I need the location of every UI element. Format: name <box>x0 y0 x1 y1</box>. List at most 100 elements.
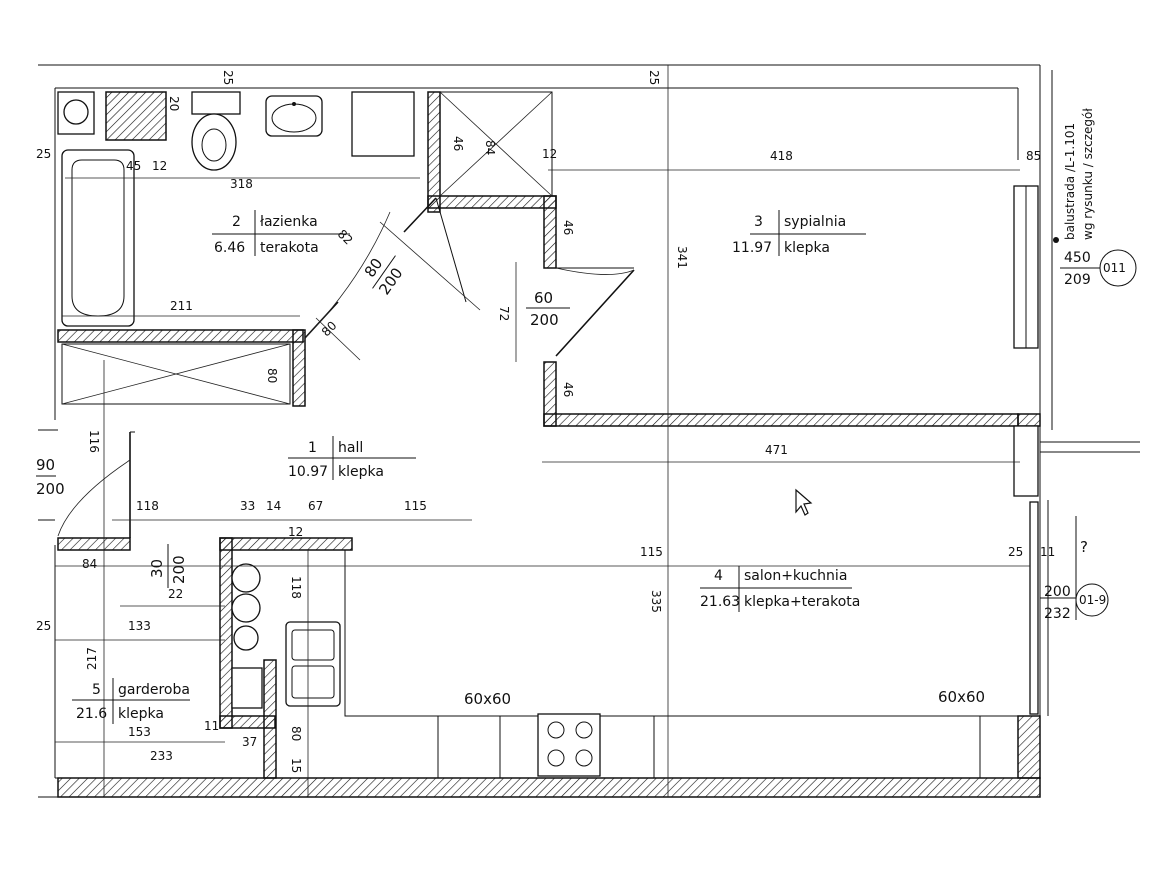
svg-text:6.46: 6.46 <box>214 240 245 256</box>
window-2-bottom: 232 <box>1044 606 1071 622</box>
dim-84: 84 <box>82 557 97 571</box>
dim-11-left: 11 <box>204 719 219 733</box>
dim-233: 233 <box>150 749 173 763</box>
dim-12-kitchen: 12 <box>288 525 303 539</box>
svg-text:21.63: 21.63 <box>700 594 740 610</box>
dim-318: 318 <box>230 177 253 191</box>
dim-25-top: 25 <box>221 70 235 85</box>
dim-153: 153 <box>128 725 151 739</box>
balcony-note-2: wg rysunku / szczegół <box>1081 108 1095 240</box>
toilet-tank <box>191 91 241 115</box>
question-mark: ? <box>1080 538 1088 556</box>
dim-46-shaft: 46 <box>451 136 465 151</box>
dim-25-right: 25 <box>1008 545 1023 559</box>
cursor-arrow-icon <box>795 488 813 516</box>
dim-80-kitchen: 80 <box>289 726 303 741</box>
svg-text:klepka: klepka <box>784 240 830 256</box>
doors <box>40 197 635 538</box>
dimension-texts: 318 211 418 471 115 115 118 133 153 233 … <box>36 70 1055 773</box>
svg-text:klepka: klepka <box>118 706 164 722</box>
svg-text:200: 200 <box>36 480 65 498</box>
svg-text:hall: hall <box>338 440 363 456</box>
dim-82: 82 <box>335 227 356 248</box>
dim-118: 118 <box>136 499 159 513</box>
dim-115-top: 115 <box>404 499 427 513</box>
svg-text:21.6: 21.6 <box>76 706 107 722</box>
dim-14: 14 <box>266 499 281 513</box>
window-1-tag: 011 <box>1103 261 1126 275</box>
window-mid <box>1013 425 1039 497</box>
dim-46-upper: 46 <box>561 220 575 235</box>
dim-85: 85 <box>1026 149 1041 163</box>
cooktop <box>537 713 601 777</box>
balcony-notes: balustrada /L-1.101 wg rysunku / szczegó… <box>1063 108 1095 240</box>
dim-217: 217 <box>85 647 99 670</box>
window-1-bottom: 209 <box>1064 272 1091 288</box>
svg-text:4: 4 <box>714 568 723 584</box>
door-bed-size: 60 200 <box>526 289 570 329</box>
dim-341: 341 <box>675 246 689 269</box>
window-tags: 450 209 011 200 232 01-9 <box>1044 250 1126 622</box>
dimension-lines <box>55 65 1030 797</box>
dim-22: 22 <box>168 587 183 601</box>
room-label-hall: 1 hall 10.97 klepka <box>288 436 416 480</box>
walls <box>57 91 1041 798</box>
boiler-a <box>231 563 261 593</box>
svg-text:30: 30 <box>148 559 166 578</box>
windows <box>1013 70 1140 716</box>
svg-text:klepka: klepka <box>338 464 384 480</box>
svg-text:10.97: 10.97 <box>288 464 328 480</box>
cabinet <box>351 91 415 157</box>
dim-116: 116 <box>87 430 101 453</box>
dim-115: 115 <box>640 545 663 559</box>
room-label-lazienka: 2 łazienka 6.46 terakota <box>212 210 350 256</box>
boiler-b <box>231 593 261 623</box>
dim-67: 67 <box>308 499 323 513</box>
dim-12-shaft: 12 <box>542 147 557 161</box>
dim-37: 37 <box>242 735 257 749</box>
dim-80-door: 80 <box>319 318 340 339</box>
window-1-top: 450 <box>1064 250 1091 266</box>
svg-text:klepka+terakota: klepka+terakota <box>744 594 860 610</box>
balcony-door <box>1029 501 1039 715</box>
bathroom-fixtures <box>57 91 553 405</box>
balcony-note-1: balustrada /L-1.101 <box>1063 123 1077 240</box>
bathtub <box>61 149 135 327</box>
kitchen-sink <box>285 621 341 707</box>
tile-label-kitchen: 60x60 <box>464 690 511 708</box>
dim-471: 471 <box>765 443 788 457</box>
dim-11-right: 11 <box>1040 545 1055 559</box>
svg-text:2: 2 <box>232 214 241 230</box>
dim-80-store: 80 <box>265 368 279 383</box>
toilet <box>191 113 237 171</box>
dim-418: 418 <box>770 149 793 163</box>
dim-84-shaft: 84 <box>483 140 497 155</box>
svg-text:60: 60 <box>534 289 553 307</box>
svg-text:3: 3 <box>754 214 763 230</box>
room-labels: 2 łazienka 6.46 terakota 3 sypialnia 11.… <box>72 210 866 724</box>
dim-20: 20 <box>167 96 181 111</box>
room-label-salon: 4 salon+kuchnia 21.63 klepka+terakota <box>700 566 860 612</box>
door-hall-size: 90 200 <box>36 456 65 498</box>
dim-72: 72 <box>497 306 511 321</box>
svg-text:łazienka: łazienka <box>260 214 318 230</box>
svg-text:sypialnia: sypialnia <box>784 214 846 230</box>
door-ward-size: 30 200 <box>148 544 188 588</box>
storage <box>61 343 291 405</box>
svg-text:200: 200 <box>170 555 188 584</box>
dim-25-left: 25 <box>36 619 51 633</box>
dim-335: 335 <box>649 590 663 613</box>
window-2-tag: 01-9 <box>1079 593 1106 607</box>
kitchen-fixtures <box>231 550 1019 779</box>
room-label-sypialnia: 3 sypialnia 11.97 klepka <box>732 210 866 256</box>
bathroom-sink <box>265 95 323 137</box>
dim-15: 15 <box>289 758 303 773</box>
svg-text:11.97: 11.97 <box>732 240 772 256</box>
room-label-garderoba: 5 garderoba 21.6 klepka <box>72 678 190 724</box>
svg-text:200: 200 <box>530 311 559 329</box>
dim-12-bath: 12 <box>152 159 167 173</box>
window-2-top: 200 <box>1044 584 1071 600</box>
boiler-c <box>233 625 259 651</box>
svg-text:90: 90 <box>36 456 55 474</box>
